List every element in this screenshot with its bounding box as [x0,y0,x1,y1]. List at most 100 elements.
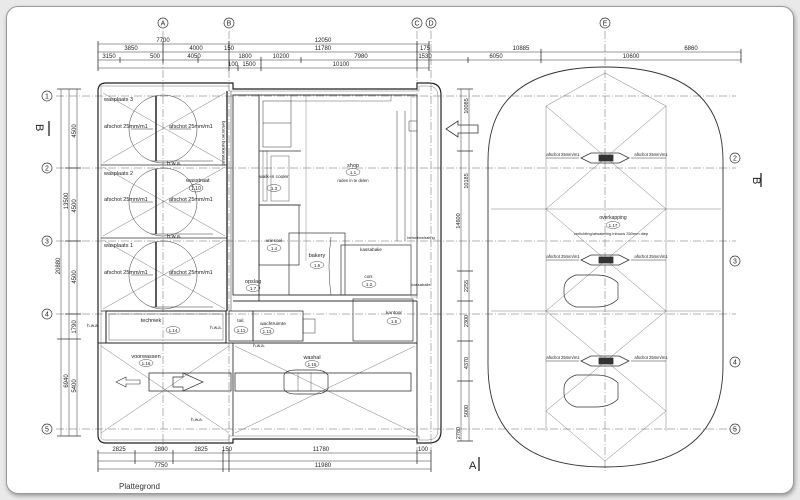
note-kassa: kassabalie [412,282,432,287]
drawing-title: Plattegrond [119,482,160,491]
room-wasplaats-2: wasplaats 2 [103,171,133,177]
building-outline [97,82,442,444]
dim-175: 175 [420,46,431,52]
room-opslag: opslag [245,279,261,285]
shop-number-tags [245,168,402,325]
dim-10600: 10600 [623,54,640,60]
room-voorwassen: voorwassen [131,354,160,360]
dim-bottom-11980: 11980 [315,463,332,469]
row-label-5: 5 [45,427,49,434]
dim-7980: 7980 [354,54,368,60]
room-kassabalie: kassabalie [360,247,382,252]
dim-4050: 4050 [187,54,201,60]
wasstraat-number-tag: 1.10 [188,183,204,193]
column-label-e: E [603,21,608,28]
dim-10885: 10885 [513,46,530,52]
room-walk-in-cooler-num: 1.3 [271,186,278,191]
dim-left-20880: 20880 [56,257,62,274]
lower-rooms [98,301,418,436]
dim-left-13500: 13500 [64,192,70,209]
room-wachtruimte-num: 1.13 [263,329,272,334]
section-mark-b-right: B [750,177,762,184]
dim-3150: 3150 [102,54,116,60]
dim-bottom-11780: 11780 [313,447,330,453]
room-corr-num: 1.2 [366,282,373,287]
note-afschot-4: afschot 25mm/m1 [169,197,213,203]
row-label-right-3: 3 [733,259,737,266]
column-label-a: A [161,21,166,28]
lower-number-tags [165,326,275,335]
room-overkapping: overkapping [599,215,626,221]
dim-12050: 12050 [315,38,332,44]
note-overkapping: verlichting/afwatering inbouw 250mm diep [574,231,649,236]
note-afschot-7: afschot 25mm/m1 [546,152,580,157]
dim-bottom-150: 150 [222,447,233,453]
room-toilet: toil. [237,318,244,324]
note-afschot-3: afschot 25mm/m1 [104,197,148,203]
note-hwa-3: h.w.a. [87,323,99,328]
room-corr: corr. [364,274,373,280]
room-techniek: techniek [141,318,162,324]
dim-right-14600: 14600 [456,213,462,228]
room-shop: shop [347,163,359,169]
note-hwa-6: h.w.a. [191,417,203,422]
room-opslag-num: 1.7 [250,286,257,291]
room-washal-num: 1.15 [308,362,317,367]
wash-hall [100,345,416,434]
column-label-b: B [227,21,232,28]
dim-left-6940: 6940 [64,374,70,388]
room-vriescel-num: 1.4 [271,246,278,251]
dim-150: 150 [224,46,235,52]
dim-11780: 11780 [315,46,332,52]
dim-right-5000: 5000 [464,405,470,417]
dim-100: 100 [228,62,239,68]
bottom-dimension-lines [97,450,432,472]
note-afschot-2: afschot 25mm/m1 [169,124,213,130]
note-shop: raden in te delen [337,178,369,183]
dim-left-4500-b: 4500 [72,199,78,213]
dim-left-4500-c: 4500 [72,270,78,284]
room-kantoor: kantoor [386,310,402,316]
note-hwa-5: h.w.a. [253,343,265,348]
dim-bottom-7750: 7750 [154,463,168,469]
room-bakery-num: 1.5 [314,263,321,268]
room-wasstraat: wasstraat [185,178,210,184]
row-label-right-4: 4 [733,360,737,367]
row-label-right-2: 2 [733,156,737,163]
room-bakery: bakery [309,253,326,259]
dim-bottom-2825-b: 2825 [194,447,208,453]
hall-number-tags [138,359,320,368]
note-hwa-2: h.w.a. [167,234,182,240]
dim-6050: 6050 [489,54,503,60]
room-overkapping-num: 1.17 [609,223,618,228]
row-label-2: 2 [45,166,49,173]
column-axis-markers [157,17,611,29]
top-dimension-lines [97,41,742,71]
note-afschot-12: afschot 25mm/m1 [634,355,668,360]
room-techniek-num: 1.14 [169,328,178,333]
dim-6860: 6860 [684,46,698,52]
room-walk-in-cooler: walk-in cooler [259,174,289,180]
row-label-right-5: 5 [733,427,737,434]
row-axis-markers [41,90,741,435]
svg-text:1.10: 1.10 [191,186,201,192]
room-wasplaats-3: wasplaats 3 [103,97,133,103]
dim-1530: 1530 [418,54,432,60]
drawing-frame: A B C D E 1 2 3 4 5 2 3 4 5 [6,6,794,494]
note-bunkerwand: betonnen bunkerwand [221,121,226,166]
floor-plan-drawing: A B C D E 1 2 3 4 5 2 3 4 5 [33,17,762,472]
section-marks [48,121,762,471]
note-afschot-6: afschot 25mm/m1 [169,270,213,276]
dim-left-1790: 1790 [72,320,78,334]
column-label-d: D [428,21,433,28]
overkapping-number-tag [605,221,621,229]
note-afschot-11: afschot 25mm/m1 [546,355,580,360]
room-vriescel: vriescel [266,238,282,244]
row-label-1: 1 [45,94,49,101]
dim-left-5400: 5400 [72,379,78,393]
section-mark-a: A [469,460,477,472]
column-label-c: C [414,21,419,28]
dim-10100: 10100 [333,62,350,68]
row-label-3: 3 [45,239,49,246]
note-afschot-5: afschot 25mm/m1 [104,270,148,276]
